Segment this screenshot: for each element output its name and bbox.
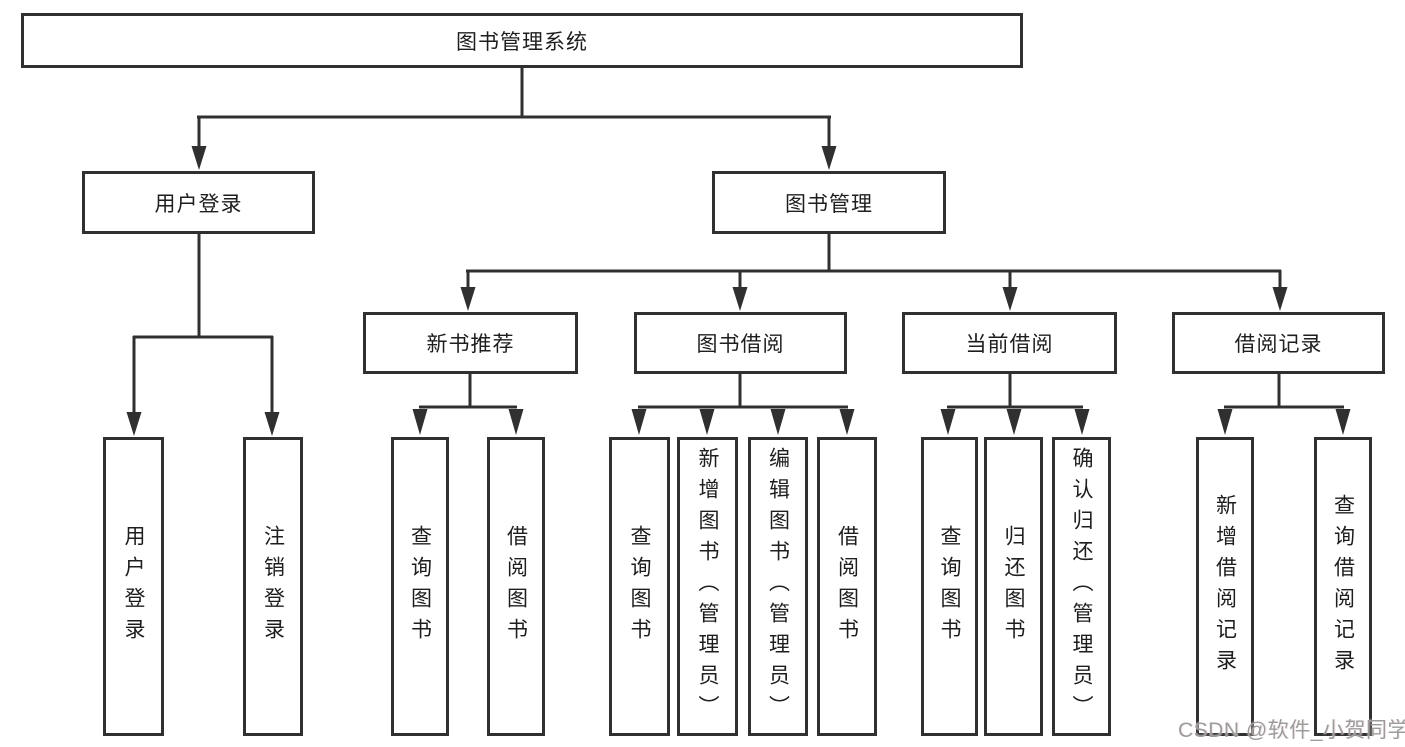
arrowheads bbox=[126, 146, 1351, 436]
leaf-user-login-label: 用户登录 bbox=[122, 524, 145, 649]
leaf-query-books-recommend-label: 查询图书 bbox=[408, 524, 432, 649]
leaf-query-books-recommend: 查询图书 bbox=[391, 437, 449, 736]
leaf-query-borrow-record-label: 查询借阅记录 bbox=[1331, 493, 1355, 680]
node-borrowing-records: 借阅记录 bbox=[1172, 312, 1385, 374]
node-book-management-label: 图书管理 bbox=[785, 192, 873, 216]
leaf-return-books: 归还图书 bbox=[984, 437, 1043, 736]
node-book-borrowing-label: 图书借阅 bbox=[696, 333, 785, 356]
leaf-query-books-borrowing: 查询图书 bbox=[609, 437, 670, 736]
leaf-borrow-books: 借阅图书 bbox=[817, 437, 877, 736]
leaf-return-books-label: 归还图书 bbox=[1002, 524, 1025, 649]
leaf-add-borrow-record: 新增借阅记录 bbox=[1196, 437, 1254, 736]
csdn-watermark: CSDN @软件_小贺同学 bbox=[1178, 719, 1405, 742]
leaf-query-books-current-label: 查询图书 bbox=[938, 524, 961, 649]
node-borrowing-records-label: 借阅记录 bbox=[1234, 333, 1323, 356]
leaf-logout-label: 注销登录 bbox=[261, 524, 285, 649]
node-root-system: 图书管理系统 bbox=[21, 13, 1023, 68]
leaf-query-books-borrowing-label: 查询图书 bbox=[628, 524, 651, 649]
leaf-add-borrow-record-label: 新增借阅记录 bbox=[1213, 493, 1237, 680]
node-user-login-label: 用户登录 bbox=[154, 192, 243, 216]
leaf-add-books-admin-label: 新增图书（管理员） bbox=[696, 447, 719, 726]
leaf-edit-books-admin: 编辑图书（管理员） bbox=[748, 437, 808, 736]
leaf-add-books-admin: 新增图书（管理员） bbox=[677, 437, 738, 736]
leaf-edit-books-admin-label: 编辑图书（管理员） bbox=[766, 447, 790, 726]
leaf-confirm-return-admin-label: 确认归还（管理员） bbox=[1070, 447, 1093, 726]
leaf-borrow-books-recommend-label: 借阅图书 bbox=[504, 524, 528, 649]
node-new-book-recommend-label: 新书推荐 bbox=[426, 333, 515, 356]
node-current-borrowing-label: 当前借阅 bbox=[965, 333, 1054, 356]
node-new-book-recommend: 新书推荐 bbox=[363, 312, 578, 374]
leaf-logout: 注销登录 bbox=[243, 437, 303, 736]
leaf-query-borrow-record: 查询借阅记录 bbox=[1314, 437, 1372, 736]
node-user-login: 用户登录 bbox=[82, 171, 315, 234]
leaf-borrow-books-recommend: 借阅图书 bbox=[487, 437, 545, 736]
node-book-management: 图书管理 bbox=[712, 171, 946, 234]
node-current-borrowing: 当前借阅 bbox=[902, 312, 1117, 374]
leaf-query-books-current: 查询图书 bbox=[921, 437, 978, 736]
node-root-label: 图书管理系统 bbox=[456, 30, 588, 54]
node-book-borrowing: 图书借阅 bbox=[634, 312, 847, 374]
leaf-confirm-return-admin: 确认归还（管理员） bbox=[1052, 437, 1111, 736]
leaf-user-login: 用户登录 bbox=[103, 437, 164, 736]
leaf-borrow-books-label: 借阅图书 bbox=[835, 524, 859, 649]
